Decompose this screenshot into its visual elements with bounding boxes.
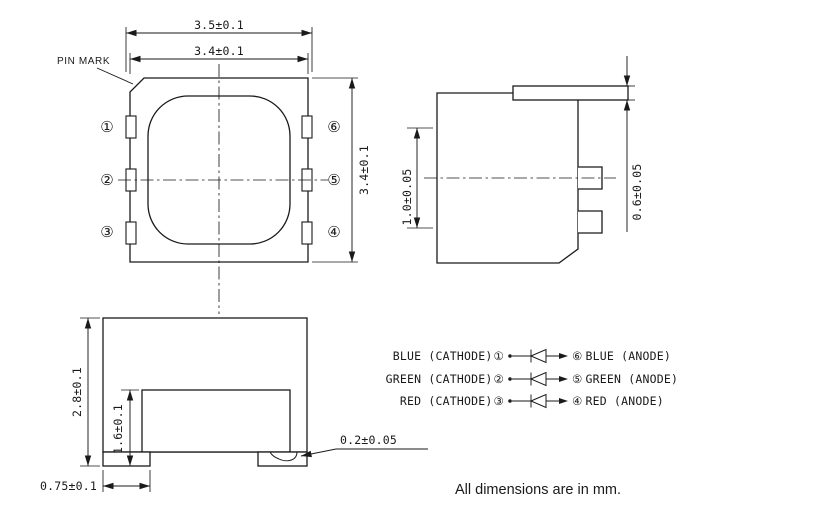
- node-dot: [508, 377, 512, 381]
- top-view: PIN MARK 3.5±0.1 3.4±0.1 3.4±0.1 ① ② ③ ⑥: [57, 18, 371, 314]
- pin-number-3: ③: [100, 223, 113, 241]
- pin-number-2: ②: [100, 171, 113, 189]
- dim-foot-thickness-text: 0.2±0.05: [340, 433, 397, 447]
- node-dot: [508, 354, 512, 358]
- dim-total-height-text: 2.8±0.1: [70, 367, 84, 417]
- pin-number-1: ①: [100, 118, 113, 136]
- dim-foot-width: 0.75±0.1: [40, 470, 151, 493]
- dim-lead-span: 1.0±0.05: [400, 127, 433, 229]
- dim-lead-span-text: 1.0±0.05: [400, 169, 414, 226]
- pad-3: [125, 221, 137, 245]
- pin-number-5: ⑤: [327, 171, 340, 189]
- dim-foot-width-text: 0.75±0.1: [40, 479, 97, 493]
- right-foot-lead: [257, 451, 308, 467]
- top-lead: [512, 85, 629, 101]
- bottom-cavity-outline: [141, 389, 291, 453]
- dim-body-height-text: 3.4±0.1: [357, 145, 371, 195]
- cathode-label-red: RED (CATHODE)③: [400, 394, 504, 408]
- node-dot: [508, 399, 512, 403]
- left-foot-lead: [102, 451, 151, 467]
- pad-6: [301, 115, 313, 139]
- arrowhead-icon: [559, 398, 568, 404]
- side-view: 1.0±0.05 0.6±0.05: [400, 56, 644, 264]
- dim-cavity-height: 1.6±0.1: [111, 389, 139, 466]
- diode-triangle-icon: [529, 348, 547, 364]
- pin-mark-leader-line: [96, 67, 134, 85]
- pad-1: [125, 115, 137, 139]
- dim-body-width: 3.4±0.1: [129, 44, 309, 74]
- diode-triangle-icon: [529, 371, 547, 387]
- dim-cavity-height-text: 1.6±0.1: [111, 404, 125, 454]
- bottom-lead: [578, 210, 603, 234]
- dim-outer-width: 3.5±0.1: [125, 18, 313, 72]
- dim-lead-height-text: 0.6±0.05: [630, 164, 644, 221]
- arrowhead-icon: [559, 353, 568, 359]
- dim-body-height: 3.4±0.1: [312, 77, 371, 263]
- lead-curl-detail: [269, 451, 298, 462]
- diode-triangle-icon: [529, 393, 547, 409]
- dim-outer-width-text: 3.5±0.1: [194, 18, 244, 32]
- pin-mark-label: PIN MARK: [57, 56, 110, 67]
- pin-number-6: ⑥: [327, 118, 340, 136]
- arrowhead-icon: [559, 376, 568, 382]
- dim-total-height: 2.8±0.1: [70, 317, 100, 467]
- dim-lead-height: 0.6±0.05: [623, 56, 644, 232]
- units-note: All dimensions are in mm.: [455, 482, 621, 498]
- dim-body-width-text: 3.4±0.1: [194, 44, 244, 58]
- cathode-label-green: GREEN (CATHODE)②: [386, 372, 504, 386]
- dim-foot-thickness: 0.2±0.05: [300, 433, 428, 458]
- cathode-label-blue: BLUE (CATHODE)①: [393, 349, 504, 363]
- pin-number-4: ④: [327, 223, 340, 241]
- front-view: 2.8±0.1 1.6±0.1 0.75±0.1 0.2±0.05: [40, 317, 428, 493]
- pad-4: [301, 221, 313, 245]
